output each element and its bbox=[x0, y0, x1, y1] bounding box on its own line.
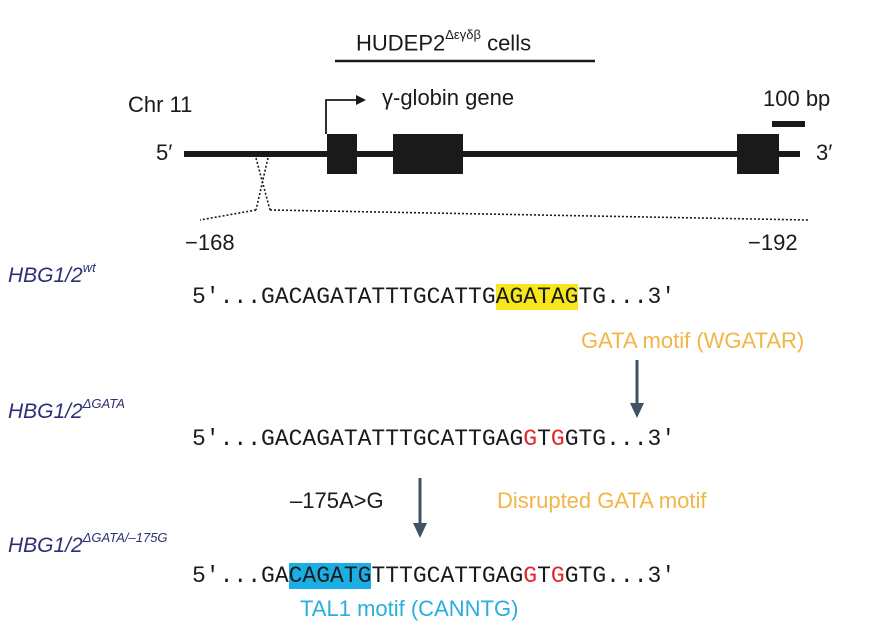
sequence-175g-mutation1: G bbox=[523, 563, 538, 589]
disrupted-gata-label: Disrupted GATA motif bbox=[497, 488, 707, 513]
zoom-line-left-a bbox=[255, 157, 271, 211]
sequence-dgata-175g: 5′...GACAGATGTTTGCATTGAGGTGGTG...3′ bbox=[192, 563, 675, 589]
zoom-line-bottom-right bbox=[269, 209, 809, 221]
arrow-1-head bbox=[630, 403, 644, 418]
exon-1 bbox=[327, 134, 357, 174]
genotype-dgata: HBG1/2ΔGATA bbox=[8, 396, 125, 424]
genotype-wt: HBG1/2wt bbox=[8, 260, 96, 288]
genotype-wt-base: HBG1/2 bbox=[8, 264, 83, 287]
zoom-line-left-b bbox=[255, 157, 269, 211]
sequence-dgata-mutation2: G bbox=[550, 426, 565, 452]
sequence-175g-mutation2: G bbox=[550, 563, 565, 589]
cell-line-name: HUDEP2 bbox=[356, 30, 446, 56]
genotype-dgata-175g-sup: ΔGATA/–175G bbox=[82, 530, 168, 545]
genotype-wt-sup: wt bbox=[82, 260, 96, 275]
sequence-175g-part1: TTTGCATTGAG bbox=[371, 563, 524, 589]
tss-arrowhead bbox=[356, 95, 366, 105]
sequence-dgata-part2: T bbox=[537, 426, 551, 452]
sequence-wt: 5′...GACAGATATTTGCATTGAGATAGTG...3′ bbox=[192, 284, 675, 310]
sequence-wt-prefix: 5′...GACAGATATTTGCATTG bbox=[192, 284, 496, 310]
sequence-175g-tal1-highlight: CAGATG bbox=[288, 563, 372, 589]
tss-arrow bbox=[325, 99, 358, 134]
zoom-line-bottom-left bbox=[199, 209, 257, 221]
sequence-175g-part2: T bbox=[537, 563, 551, 589]
tal1-motif-label: TAL1 motif (CANNTG) bbox=[300, 596, 519, 621]
sequence-dgata-part3: GTG...3′ bbox=[564, 426, 676, 452]
scale-bar-label: 100 bp bbox=[763, 86, 831, 111]
genotype-dgata-base: HBG1/2 bbox=[8, 400, 83, 423]
arrow-2-head bbox=[413, 523, 427, 538]
cell-line-superscript: Δεγδβ bbox=[445, 27, 481, 42]
position-right-label: −192 bbox=[748, 230, 798, 255]
exon-3 bbox=[737, 134, 779, 174]
chromosome-label: Chr 11 bbox=[128, 92, 193, 117]
gata-motif-label: GATA motif (WGATAR) bbox=[581, 328, 805, 353]
sequence-wt-gata-highlight: AGATAG bbox=[495, 284, 579, 310]
cell-line-suffix: cells bbox=[480, 30, 532, 56]
sequence-dgata-part1: 5′...GACAGATATTTGCATTGAG bbox=[192, 426, 524, 452]
position-left-label: −168 bbox=[185, 230, 235, 255]
sequence-dgata-mutation1: G bbox=[523, 426, 538, 452]
sequence-dgata: 5′...GACAGATATTTGCATTGAGGTGGTG...3′ bbox=[192, 426, 675, 452]
sequence-wt-suffix: TG...3′ bbox=[578, 284, 676, 310]
gene-label: γ-globin gene bbox=[382, 85, 515, 110]
sequence-175g-part3: GTG...3′ bbox=[564, 563, 676, 589]
exon-2 bbox=[393, 134, 463, 174]
genotype-dgata-175g-base: HBG1/2 bbox=[8, 534, 83, 557]
sequence-175g-part0: 5′...GA bbox=[192, 563, 289, 589]
cell-line-title: HUDEP2Δεγδβ cells bbox=[356, 27, 532, 56]
mutation-label: –175A>G bbox=[290, 488, 384, 513]
genotype-dgata-175g: HBG1/2ΔGATA/–175G bbox=[8, 530, 168, 558]
genotype-dgata-sup: ΔGATA bbox=[82, 396, 125, 411]
five-prime-label: 5′ bbox=[156, 140, 173, 165]
three-prime-label: 3′ bbox=[816, 140, 833, 165]
